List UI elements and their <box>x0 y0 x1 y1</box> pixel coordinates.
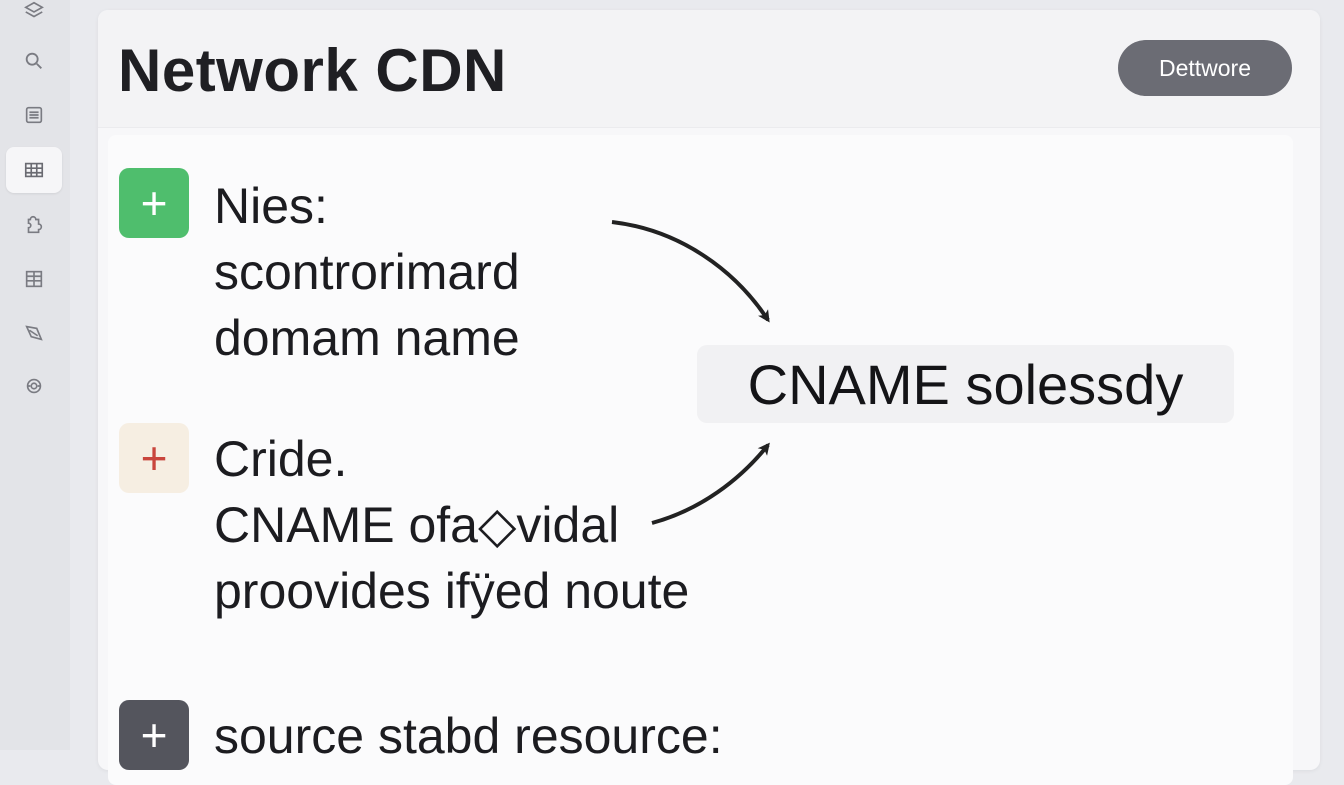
plus-icon: + <box>140 177 168 229</box>
item-1-line-2: scontrorimard <box>214 244 520 300</box>
globe-icon <box>26 378 42 394</box>
sidebar-item-table[interactable] <box>6 256 62 302</box>
page-title: Network CDN <box>118 37 507 104</box>
item-3-text: source stabd resource: <box>214 703 723 769</box>
sidebar-item-documents[interactable] <box>6 92 62 138</box>
item-1-text: Nies: scontrorimard domam name <box>214 173 520 371</box>
item-2-line-1: Cride. <box>214 431 348 487</box>
sidebar-item-extensions[interactable] <box>6 202 62 248</box>
panel-header: Network CDN Dettwore <box>98 10 1320 128</box>
item-2-line-3: proovides ifÿed noute <box>214 563 690 619</box>
add-item-2-button[interactable]: + <box>119 423 189 493</box>
sidebar-item-grid[interactable] <box>6 147 62 193</box>
cname-callout: CNAME solessdy <box>697 345 1234 423</box>
item-1-line-1: Nies: <box>214 178 328 234</box>
item-2-line-2: CNAME ofa◇vidal <box>214 497 620 553</box>
item-3-line-1: source stabd resource: <box>214 708 723 764</box>
layers-icon <box>24 1 44 18</box>
add-item-1-button[interactable]: + <box>119 168 189 238</box>
item-1-line-3: domam name <box>214 310 520 366</box>
sidebar-item-tags[interactable] <box>6 310 62 356</box>
plus-icon: + <box>140 432 168 484</box>
document-icon <box>25 106 43 124</box>
plus-icon: + <box>140 709 168 761</box>
add-item-3-button[interactable]: + <box>119 700 189 770</box>
table-icon <box>25 270 43 288</box>
sidebar-item-network[interactable] <box>6 363 62 409</box>
sidebar-item-layers[interactable] <box>6 0 62 34</box>
tag-icon <box>25 325 43 341</box>
sidebar <box>0 0 70 750</box>
search-icon <box>25 52 42 69</box>
grid-icon <box>24 162 44 178</box>
header-action-button[interactable]: Dettwore <box>1118 40 1292 96</box>
item-2-text: Cride. CNAME ofa◇vidal proovides ifÿed n… <box>214 426 689 624</box>
puzzle-icon <box>27 215 43 234</box>
sidebar-item-search[interactable] <box>6 38 62 84</box>
